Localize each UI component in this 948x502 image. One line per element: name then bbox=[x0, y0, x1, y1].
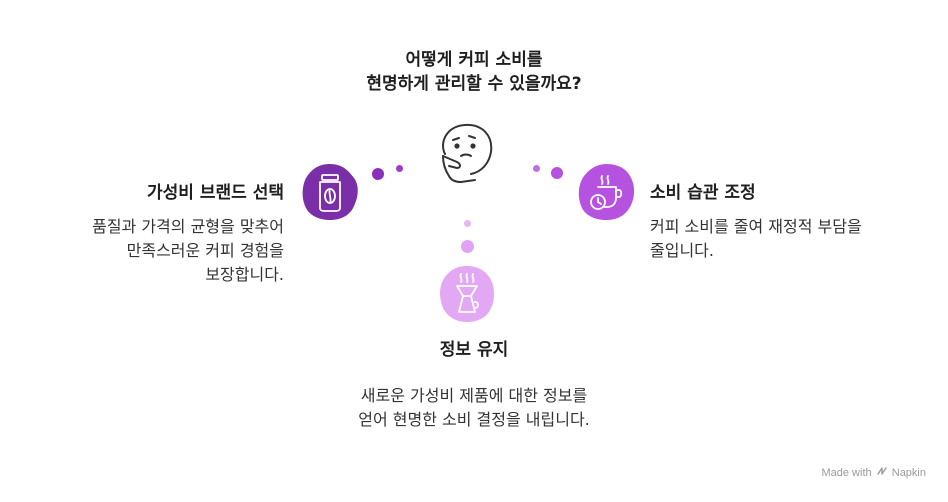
right-desc-line: 줄입니다. bbox=[650, 241, 714, 260]
thinking-face-icon bbox=[442, 123, 493, 183]
coffee-dripper-icon bbox=[456, 273, 479, 313]
connector-dot bbox=[533, 165, 540, 172]
right-node-title: 소비 습관 조정 bbox=[650, 183, 756, 203]
bottom-desc-line: 얻어 현명한 소비 결정을 내립니다. bbox=[358, 410, 590, 429]
right-desc-line: 커피 소비를 줄여 재정적 부담을 bbox=[650, 217, 862, 236]
coffee-bean-jar-icon bbox=[319, 174, 341, 212]
central-question: 어떻게 커피 소비를 현명하게 관리할 수 있을까요? bbox=[0, 48, 948, 96]
bottom-desc-line: 새로운 가성비 제품에 대한 정보를 bbox=[360, 386, 588, 405]
left-node-title: 가성비 브랜드 선택 bbox=[147, 183, 284, 203]
left-desc-line: 보장합니다. bbox=[205, 265, 284, 284]
connector-dot bbox=[372, 168, 384, 180]
left-node-description: 품질과 가격의 균형을 맞추어 만족스러운 커피 경험을 보장합니다. bbox=[24, 215, 284, 287]
bottom-node-title: 정보 유지 bbox=[439, 340, 509, 360]
connector-dot bbox=[396, 165, 403, 172]
watermark-brand: Napkin bbox=[891, 467, 926, 479]
connector-dot bbox=[464, 220, 471, 227]
napkin-watermark[interactable]: Made with Napkin bbox=[821, 466, 926, 479]
coffee-cup-clock-icon bbox=[590, 175, 623, 210]
bottom-node-blob bbox=[440, 266, 494, 322]
question-line-1: 어떻게 커피 소비를 bbox=[405, 50, 543, 70]
left-desc-line: 만족스러운 커피 경험을 bbox=[126, 241, 284, 260]
connector-dot bbox=[461, 240, 474, 253]
bottom-node-description: 새로운 가성비 제품에 대한 정보를 얻어 현명한 소비 결정을 내립니다. bbox=[0, 384, 948, 432]
left-node-blob bbox=[302, 164, 358, 220]
napkin-logo-icon bbox=[876, 466, 887, 479]
question-line-2: 현명하게 관리할 수 있을까요? bbox=[366, 74, 582, 94]
left-desc-line: 품질과 가격의 균형을 맞추어 bbox=[92, 217, 284, 236]
right-node-description: 커피 소비를 줄여 재정적 부담을 줄입니다. bbox=[650, 215, 930, 263]
watermark-prefix: Made with bbox=[821, 467, 872, 479]
right-node-blob bbox=[578, 164, 635, 220]
connector-dot bbox=[551, 167, 563, 179]
